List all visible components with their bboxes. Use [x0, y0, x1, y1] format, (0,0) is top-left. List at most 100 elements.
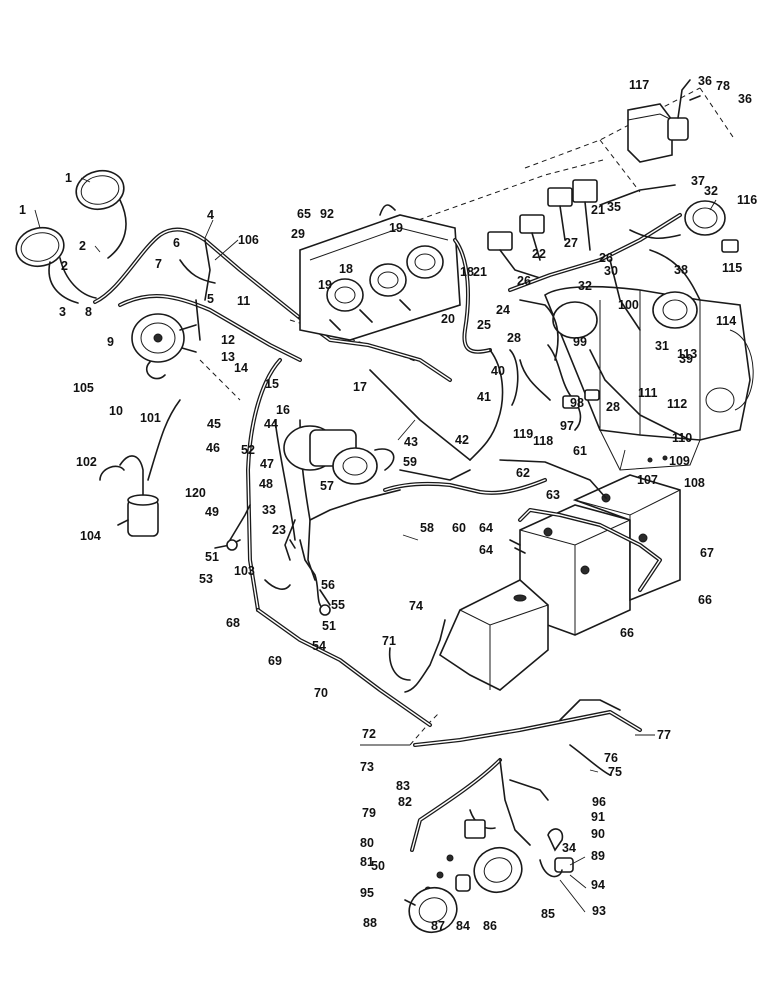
callout-label: 27: [564, 236, 578, 250]
callout-label: 86: [483, 919, 497, 933]
callout-label: 74: [409, 599, 423, 613]
callout-label: 1: [19, 203, 26, 217]
callout-label: 2: [61, 259, 68, 273]
callout-label: 102: [76, 455, 97, 469]
callout-label: 73: [360, 760, 374, 774]
callout-label: 51: [205, 550, 219, 564]
callout-label: 69: [268, 654, 282, 668]
callout-label: 54: [312, 639, 326, 653]
callout-label: 105: [73, 381, 94, 395]
callout-label: 15: [265, 377, 279, 391]
rear-lamp-harness: [410, 699, 642, 894]
callout-label: 95: [360, 886, 374, 900]
callout-label: 12: [221, 333, 235, 347]
callout-label: 111: [638, 386, 658, 400]
callout-label: 99: [573, 335, 587, 349]
callout-label: 84: [456, 919, 470, 933]
callout-label: 41: [477, 390, 491, 404]
callout-label: 45: [207, 417, 221, 431]
callout-label: 116: [737, 193, 757, 207]
callout-label: 64: [479, 521, 493, 535]
callout-label: 5: [207, 292, 214, 306]
callout-label: 83: [396, 779, 410, 793]
callout-label: 88: [363, 916, 377, 930]
callout-label: 107: [637, 473, 658, 487]
callout-label: 46: [206, 441, 220, 455]
callout-label: 72: [362, 727, 376, 741]
callout-label: 36: [698, 74, 712, 88]
rear-harness: [369, 238, 519, 461]
callout-labels: 1 1 2 2 3 4 5 6 7 8 9 10 11 12 13 14 15 …: [19, 74, 757, 933]
callout-label: 80: [360, 836, 374, 850]
callout-label: 66: [698, 593, 712, 607]
callout-label: 1: [65, 171, 72, 185]
callout-label: 52: [241, 443, 255, 457]
callout-label: 32: [578, 279, 592, 293]
callout-label: 66: [620, 626, 634, 640]
callout-label: 76: [604, 751, 618, 765]
instrument-panel: [299, 204, 461, 341]
callout-label: 93: [592, 904, 606, 918]
callout-label: 65: [297, 207, 311, 221]
wiring-lower-right: [519, 344, 691, 441]
callout-label: 21: [473, 265, 487, 279]
callout-label: 118: [533, 434, 553, 448]
callout-label: 53: [199, 572, 213, 586]
callout-label: 103: [234, 564, 255, 578]
callout-label: 97: [560, 419, 574, 433]
callout-label: 104: [80, 529, 101, 543]
callout-label: 26: [517, 274, 531, 288]
callout-label: 87: [431, 919, 445, 933]
callout-label: 85: [541, 907, 555, 921]
callout-label: 2: [79, 239, 86, 253]
callout-label: 16: [276, 403, 290, 417]
callout-label: 30: [604, 264, 618, 278]
callout-label: 71: [382, 634, 396, 648]
callout-label: 58: [420, 521, 434, 535]
callout-label: 82: [398, 795, 412, 809]
callout-label: 112: [667, 397, 687, 411]
callout-label: 18: [339, 262, 353, 276]
callout-label: 81: [360, 855, 374, 869]
engine-block: [544, 285, 754, 471]
callout-label: 24: [496, 303, 510, 317]
callout-label: 57: [320, 479, 334, 493]
callout-label: 17: [353, 380, 367, 394]
callout-label: 21: [591, 203, 605, 217]
callout-label: 51: [322, 619, 336, 633]
headlight-assemblies: [15, 169, 127, 304]
callout-label: 117: [629, 78, 649, 92]
callout-label: 119: [513, 427, 533, 441]
callout-label: 114: [716, 314, 736, 328]
callout-label: 101: [140, 411, 161, 425]
ignition-coil: [99, 399, 181, 537]
callout-label: 90: [591, 827, 605, 841]
callout-label: 13: [221, 350, 235, 364]
callout-label: 36: [738, 92, 752, 106]
callout-label: 98: [570, 396, 584, 410]
callout-label: 19: [318, 278, 332, 292]
callout-label: 110: [672, 431, 692, 445]
callout-label: 22: [532, 247, 546, 261]
callout-label: 31: [655, 339, 669, 353]
callout-label: 19: [389, 221, 403, 235]
callout-label: 9: [107, 335, 114, 349]
callout-label: 20: [441, 312, 455, 326]
callout-label: 70: [314, 686, 328, 700]
callout-label: 120: [185, 486, 206, 500]
callout-label: 92: [320, 207, 334, 221]
callout-label: 33: [262, 503, 276, 517]
starter-motor: [283, 425, 395, 485]
callout-label: 47: [260, 457, 274, 471]
callout-label: 79: [362, 806, 376, 820]
callout-label: 49: [205, 505, 219, 519]
control-relays: [487, 179, 701, 361]
callout-label: 56: [321, 578, 335, 592]
callout-label: 14: [234, 361, 248, 375]
callout-label: 50: [371, 859, 385, 873]
callout-label: 32: [704, 184, 718, 198]
callout-label: 67: [700, 546, 714, 560]
callout-label: 29: [291, 227, 305, 241]
callout-label: 43: [404, 435, 418, 449]
